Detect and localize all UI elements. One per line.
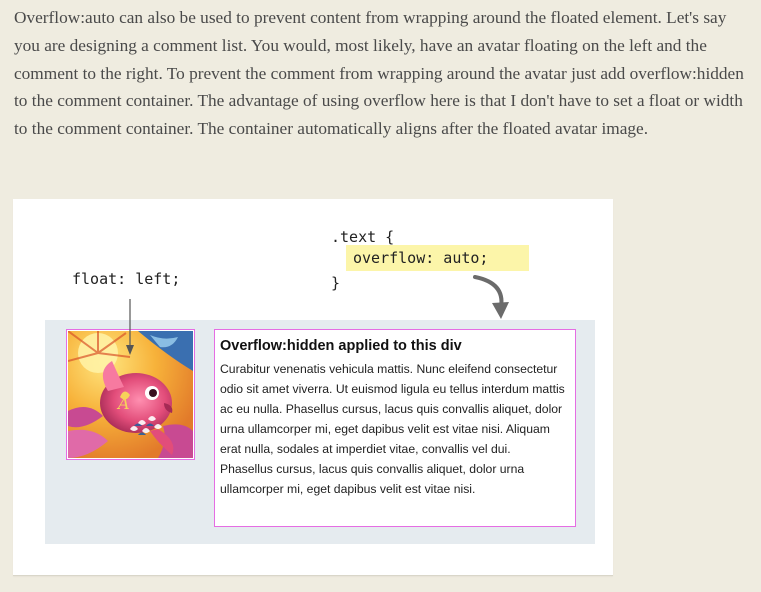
overflow-highlight	[346, 245, 529, 271]
svg-text:A: A	[116, 394, 130, 413]
curved-arrow-icon	[473, 275, 509, 319]
avatar-container: A	[66, 329, 195, 460]
overflow-diagram: float: left; .text { overflow: auto; }	[13, 199, 613, 576]
intro-paragraph: Overflow:auto can also be used to preven…	[14, 8, 744, 139]
text-selector-code: .text {	[331, 228, 395, 246]
overflow-auto-code: overflow: auto;	[353, 249, 489, 267]
comment-body: Curabitur venenatis vehicula mattis. Nun…	[220, 362, 565, 496]
comment-container: Overflow:hidden applied to this div Cura…	[214, 329, 576, 527]
demo-area: A Overflow:hidden applied to this div Cu…	[45, 320, 595, 544]
float-left-code: float: left;	[72, 270, 181, 288]
comment-title: Overflow:hidden applied to this div	[220, 338, 462, 354]
koi-fish-avatar-icon: A	[68, 331, 193, 458]
closing-brace-code: }	[331, 274, 341, 292]
